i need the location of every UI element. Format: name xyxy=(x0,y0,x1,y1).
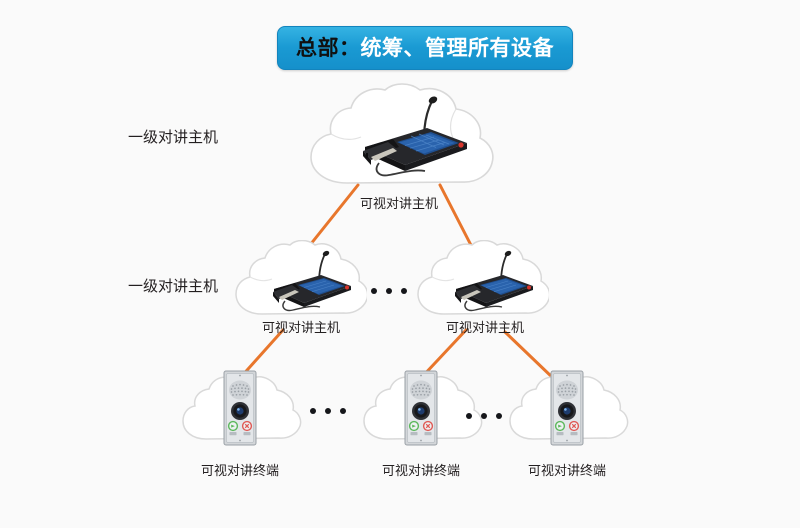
caption-mid-right-master: 可视对讲主机 xyxy=(445,321,524,336)
caption-top-master: 可视对讲主机 xyxy=(359,197,438,212)
ellipsis-dot xyxy=(325,408,331,414)
device-intercom-console-mid-right xyxy=(431,250,536,316)
node-terminal-1 xyxy=(178,369,302,450)
node-mid-right-master xyxy=(413,240,549,326)
node-terminal-3 xyxy=(505,369,629,450)
title-banner-text: 总部：统筹、管理所有设备 xyxy=(296,35,554,60)
side-label-tier-2: 一级对讲主机 xyxy=(128,277,219,295)
headquarters-title-banner: 总部：统筹、管理所有设备 xyxy=(277,26,573,70)
cloud-shape-top xyxy=(310,83,494,184)
ellipsis-dot xyxy=(310,408,316,414)
caption-terminal-3: 可视对讲终端 xyxy=(527,464,606,479)
ellipsis-dot xyxy=(481,413,487,419)
ellipsis-mid-row xyxy=(371,288,407,294)
ellipsis-bottom-left xyxy=(310,408,346,414)
caption-terminal-1: 可视对讲终端 xyxy=(200,464,279,479)
side-label-tier-1: 一级对讲主机 xyxy=(128,128,219,146)
ellipsis-dot xyxy=(386,288,392,294)
ellipsis-dot xyxy=(496,413,502,419)
caption-mid-left-master: 可视对讲主机 xyxy=(261,321,340,336)
title-prefix: 总部： xyxy=(296,35,361,60)
device-intercom-console-mid-left xyxy=(249,250,354,316)
ellipsis-dot xyxy=(401,288,407,294)
ellipsis-dot xyxy=(466,413,472,419)
device-door-station-3 xyxy=(547,369,587,447)
device-door-station-2 xyxy=(401,369,441,447)
node-mid-left-master xyxy=(231,240,367,326)
title-rest: 统筹、管理所有设备 xyxy=(360,35,554,60)
ellipsis-bottom-right xyxy=(466,413,502,419)
device-door-station-1 xyxy=(220,369,260,447)
ellipsis-dot xyxy=(371,288,377,294)
node-top-master xyxy=(303,83,495,198)
device-intercom-console-top xyxy=(331,95,471,183)
node-terminal-2 xyxy=(359,369,483,450)
ellipsis-dot xyxy=(340,408,346,414)
caption-terminal-2: 可视对讲终端 xyxy=(381,464,460,479)
